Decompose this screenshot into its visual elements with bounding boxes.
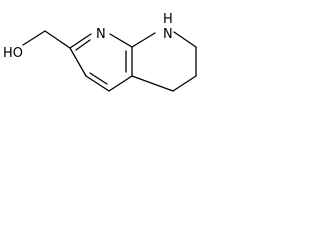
bond-c5-c6 — [69, 47, 87, 77]
bond-c7-n8-inner — [75, 39, 91, 51]
amine-nitrogen-label: N — [163, 27, 173, 42]
ring-nitrogen-label: N — [96, 27, 106, 42]
bond-n1-c2 — [173, 31, 197, 48]
naphthyridine-methanol-structure: HO N N H — [3, 12, 197, 92]
hydroxyl-label: HO — [3, 46, 23, 61]
bond-c4-c5-inner — [89, 72, 108, 85]
bond-ch2-c7 — [44, 30, 71, 49]
bond-c4-c5 — [85, 75, 110, 92]
bond-n8-c8a — [109, 33, 133, 48]
amine-hydrogen-label: H — [163, 12, 173, 27]
bond-c8a-n1 — [131, 32, 156, 48]
bond-c7-n8 — [69, 33, 92, 49]
bond-c4ring-c4a — [131, 75, 174, 92]
bond-c3-c4ring — [172, 75, 197, 92]
bond-o-ch2 — [22, 30, 46, 46]
bond-c4a-c4 — [108, 75, 133, 92]
